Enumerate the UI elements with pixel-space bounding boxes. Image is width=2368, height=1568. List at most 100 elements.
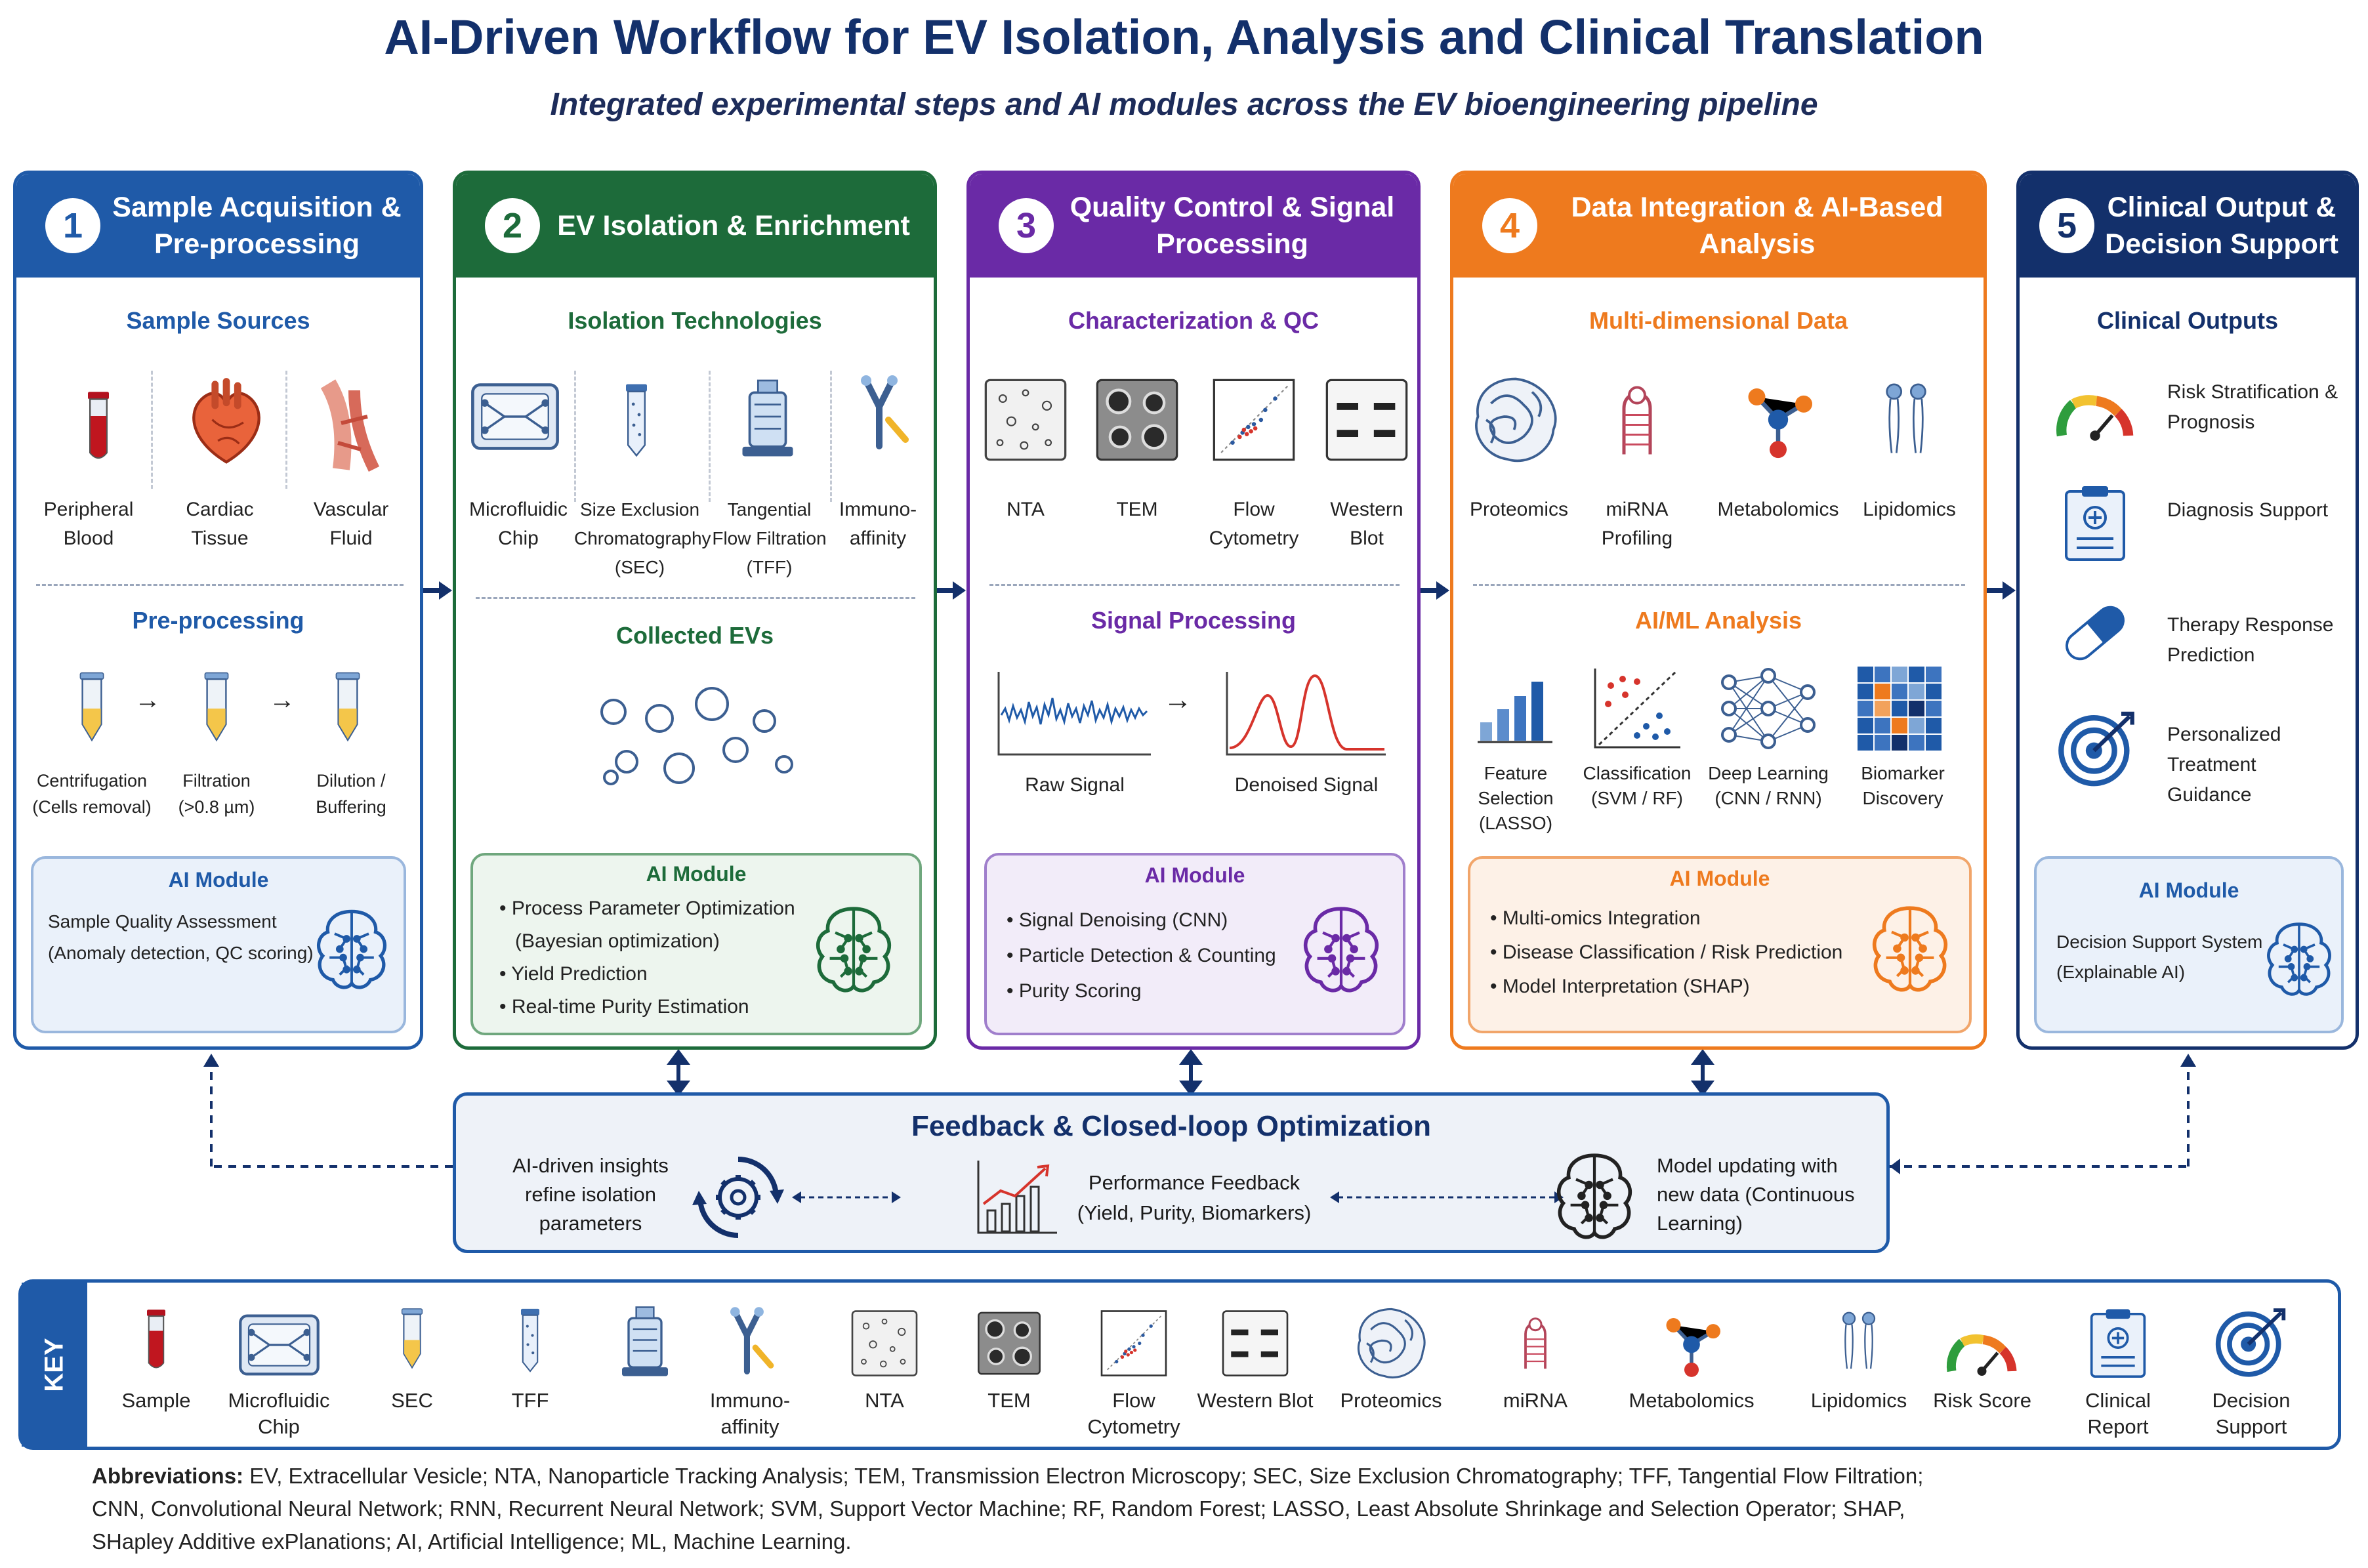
- label-lipidomics: Lipidomics: [1863, 499, 1956, 520]
- biomarker-heatmap-icon: [1858, 667, 1942, 751]
- divider: [830, 371, 832, 502]
- brain-icon: [1548, 1148, 1640, 1240]
- heatmap-cell: [1875, 718, 1890, 733]
- key-label-sample: Sample: [121, 1389, 191, 1412]
- ai-module-box: AI Module • Signal Denoising (CNN) • Par…: [984, 853, 1405, 1035]
- label-nta: NTA: [1007, 499, 1045, 520]
- sec-column-icon: [625, 383, 648, 457]
- panel-header: 2 EV Isolation & Enrichment: [456, 174, 934, 278]
- arrow-right-icon: [1987, 581, 2016, 600]
- heatmap-cell: [1892, 684, 1907, 699]
- brain-icon: [2260, 918, 2338, 997]
- divider: [151, 371, 153, 489]
- heatmap-cell: [1909, 667, 1924, 682]
- antibody-icon: [846, 371, 919, 456]
- heatmap-cell: [1892, 701, 1907, 716]
- flow-cytometry-icon: [1100, 1310, 1167, 1376]
- heatmap-cell: [1892, 718, 1907, 733]
- label-sec: Size Exclusion Chromatography (SEC): [574, 499, 711, 577]
- feature-selection-icon: [1478, 682, 1552, 743]
- heatmap-cell: [1858, 667, 1873, 682]
- brain-icon: [1295, 901, 1387, 993]
- step-number: 5: [2039, 198, 2094, 253]
- ai-line: • Signal Denoising (CNN): [1007, 909, 1228, 931]
- filtration-tube-icon: [204, 672, 229, 741]
- ai-module-title: AI Module: [168, 868, 269, 892]
- heatmap-cell: [1858, 735, 1873, 751]
- heatmap-cell: [1909, 701, 1924, 716]
- brain-icon: [1864, 901, 1956, 993]
- label-risk-stratification: Risk Stratification & Prognosis: [2167, 381, 2338, 433]
- feedback-connectors: [203, 1050, 2196, 1174]
- heatmap-cell: [1858, 684, 1873, 699]
- decision-support-icon: [2213, 1302, 2289, 1381]
- heatmap-cell: [1875, 684, 1890, 699]
- key-label-decision-support: Decision Support: [2212, 1389, 2291, 1438]
- risk-score-icon: [1941, 1312, 2023, 1378]
- key-label-risk-score: Risk Score: [1933, 1389, 2031, 1412]
- panel-title: Clinical Output & Decision Support: [2105, 192, 2338, 260]
- panel-clinical-output: 5 Clinical Output & Decision Support Cli…: [2016, 171, 2359, 1050]
- raw-signal-icon: [997, 672, 1151, 756]
- ai-module-box: AI Module Sample Quality Assessment (Ano…: [31, 856, 406, 1033]
- label-filtration: Filtration (>0.8 µm): [178, 771, 255, 817]
- panel-header: 3 Quality Control & Signal Processing: [970, 174, 1417, 278]
- step-number: 1: [45, 198, 100, 253]
- ai-module-box: AI Module • Process Parameter Optimizati…: [470, 853, 922, 1035]
- label-immuno-affinity: Immuno-affinity: [839, 499, 917, 549]
- tff-icon: [741, 379, 795, 458]
- step-number: 4: [1482, 198, 1537, 253]
- label-personalized-treatment: Personalized Treatment Guidance: [2167, 724, 2281, 806]
- ai-line: • Disease Classification / Risk Predicti…: [1490, 941, 1843, 963]
- ai-module-box: AI Module • Multi-omics Integration • Di…: [1468, 856, 1972, 1033]
- key-legend: KEY Sample Microfluidic Chip SEC TFF Imm…: [18, 1279, 2341, 1450]
- section-title: Sample Sources: [126, 307, 310, 334]
- label-western-blot: Western Blot: [1330, 499, 1403, 549]
- ai-line: • Process Parameter Optimization: [499, 897, 795, 919]
- ev-vesicles-icon: [600, 687, 793, 785]
- ai-module-box: AI Module Decision Support System (Expla…: [2034, 856, 2344, 1033]
- double-arrow-icon: [1330, 1191, 1564, 1203]
- section-title: Isolation Technologies: [568, 307, 822, 334]
- label-tff: Tangential Flow Filtration (TFF): [712, 499, 827, 577]
- abbreviations-line-3: SHapley Additive exPlanations; AI, Artif…: [92, 1529, 852, 1554]
- panel-quality-control: 3 Quality Control & Signal Processing Ch…: [966, 171, 1421, 1050]
- microfluidic-chip-icon: [469, 377, 561, 456]
- arrow-right-icon: →: [1163, 684, 1192, 716]
- proteomics-icon: [1475, 377, 1557, 463]
- arrow-right-icon: →: [135, 686, 161, 714]
- label-denoised-signal: Denoised Signal: [1234, 774, 1379, 796]
- divider: [989, 584, 1400, 586]
- ai-line: Sample Quality Assessment: [48, 911, 277, 932]
- ai-line: • Real-time Purity Estimation: [499, 996, 749, 1018]
- panel-title: Sample Acquisition & Pre-processing: [112, 192, 402, 260]
- section-title: Signal Processing: [1091, 607, 1297, 634]
- panel-sample-acquisition: 1 Sample Acquisition & Pre-processing Sa…: [13, 171, 423, 1050]
- key-tab-label: KEY: [39, 1337, 69, 1392]
- key-label-immuno-affinity: Immuno-affinity: [709, 1389, 791, 1438]
- clipboard-icon: [2065, 485, 2125, 561]
- gear-cycle-icon: [692, 1157, 784, 1238]
- nta-icon: [984, 379, 1067, 461]
- key-label-western-blot: Western Blot: [1197, 1389, 1314, 1412]
- page-title: AI-Driven Workflow for EV Isolation, Ana…: [384, 10, 1984, 64]
- ai-line: (Anomaly detection, QC scoring): [48, 943, 314, 963]
- pill-icon: [2060, 600, 2130, 666]
- heatmap-cell: [1875, 667, 1890, 682]
- divider: [1473, 584, 1965, 586]
- ai-line: • Purity Scoring: [1007, 980, 1142, 1002]
- heatmap-cell: [1892, 735, 1907, 751]
- ai-line: • Yield Prediction: [499, 963, 648, 985]
- metabolomics-icon: [1655, 1306, 1728, 1381]
- heatmap-cell: [1875, 701, 1890, 716]
- tff-icon: [621, 1306, 669, 1378]
- panel-header: 1 Sample Acquisition & Pre-processing: [16, 174, 420, 278]
- target-icon: [2056, 705, 2138, 791]
- heatmap-cell: [1909, 718, 1924, 733]
- label-metabolomics: Metabolomics: [1717, 499, 1839, 520]
- label-tem: TEM: [1116, 499, 1158, 520]
- key-label-sec: SEC: [391, 1389, 433, 1412]
- key-label-clinical-report: Clinical Report: [2085, 1389, 2151, 1438]
- label-deep-learning: Deep Learning (CNN / RNN): [1708, 763, 1829, 808]
- label-therapy-response: Therapy Response Prediction: [2167, 614, 2334, 666]
